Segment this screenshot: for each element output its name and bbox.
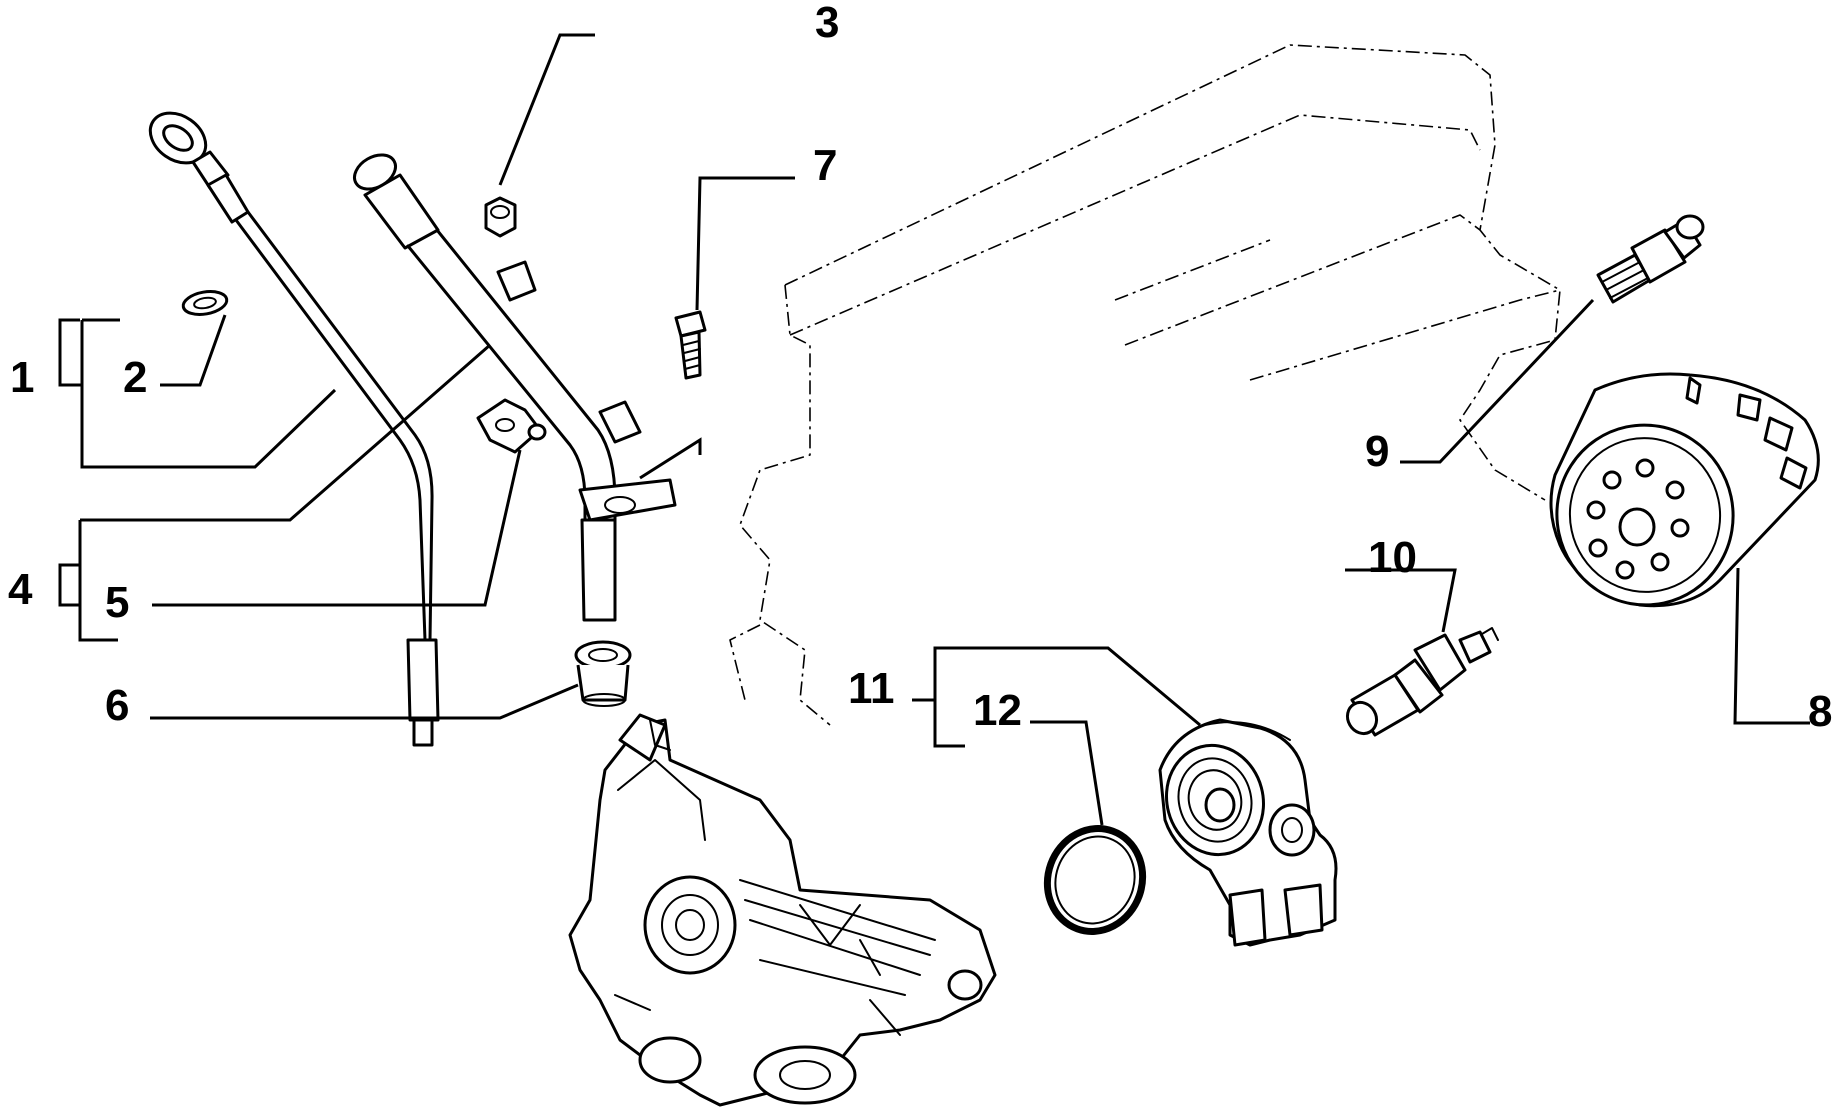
dipstick-guide-tube <box>353 153 677 622</box>
callout-4: 4 <box>8 565 33 614</box>
callout-8: 8 <box>1808 687 1832 736</box>
engine-block-outline <box>729 44 1561 726</box>
oil-pressure-switch <box>1596 214 1705 304</box>
oil-temperature-sensor <box>1345 627 1499 737</box>
callout-11: 11 <box>848 664 895 713</box>
callout-2: 2 <box>123 353 147 402</box>
nut <box>484 196 517 238</box>
callout-3: 3 <box>815 0 839 47</box>
callout-7: 7 <box>813 141 837 190</box>
callout-9: 9 <box>1365 427 1389 476</box>
callout-1: 1 <box>10 353 34 402</box>
dipstick <box>148 111 440 747</box>
callout-12: 12 <box>973 686 1022 735</box>
grommet <box>574 640 632 707</box>
callout-numbers: 1 2 3 4 5 6 7 8 9 10 11 12 <box>8 0 1832 736</box>
clip <box>476 398 547 454</box>
callout-6: 6 <box>105 681 129 730</box>
washer <box>181 290 229 316</box>
oil-filter-support <box>1158 718 1338 947</box>
oil-filter <box>1549 372 1820 608</box>
leader-lines <box>58 33 1810 826</box>
callout-10: 10 <box>1368 533 1417 582</box>
bolt <box>674 310 707 380</box>
callout-5: 5 <box>105 578 129 627</box>
oil-pump-housing <box>568 713 997 1107</box>
sealing-ring <box>1043 825 1147 935</box>
